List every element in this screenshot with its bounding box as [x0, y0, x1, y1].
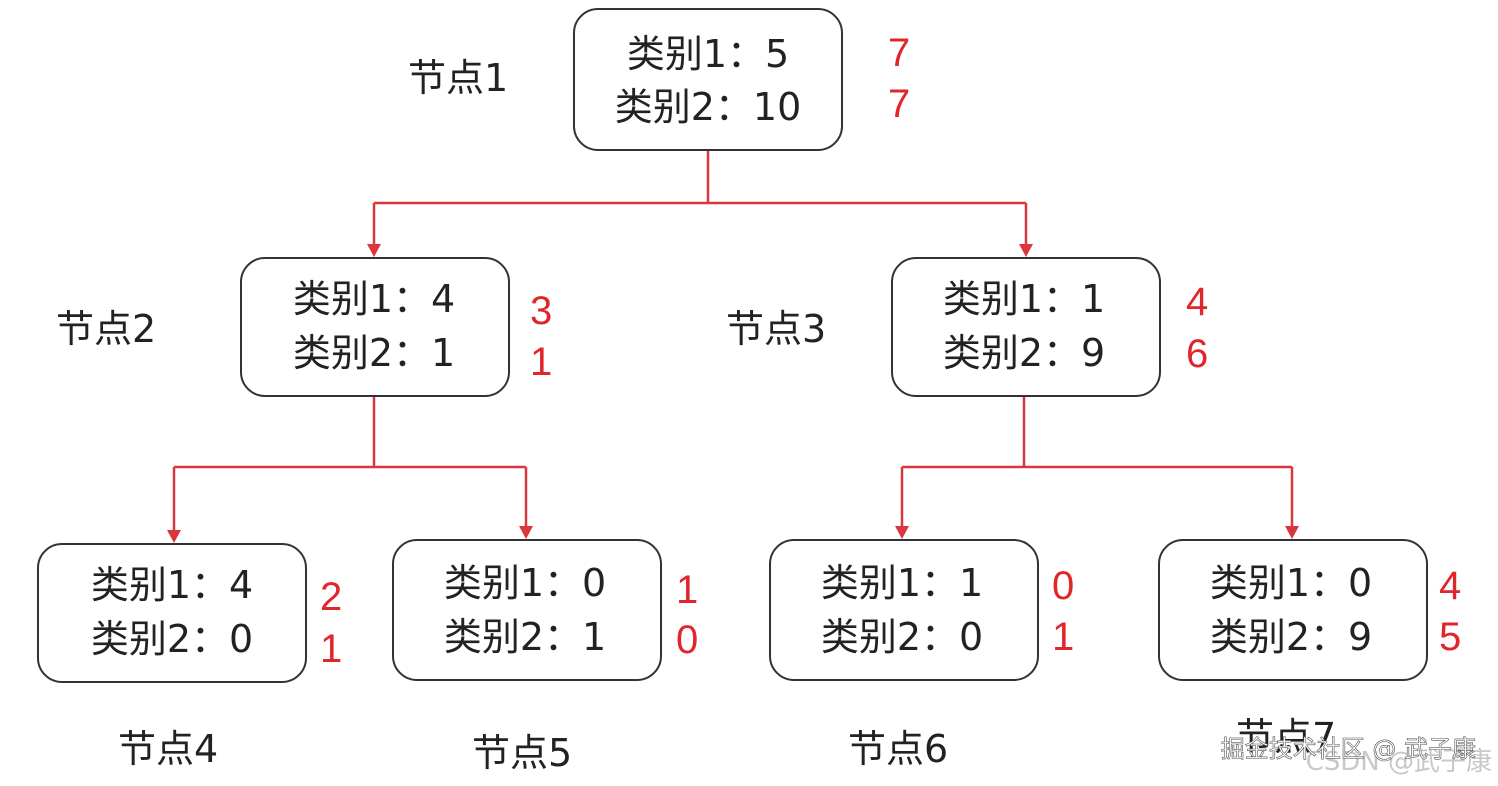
tree-node-3: 类别1：1 类别2：9 节点3 4 6 — [726, 257, 1208, 397]
node-1-line-1: 类别1：5 — [627, 32, 789, 76]
node-3-line-1: 类别1：1 — [943, 277, 1105, 321]
node-3-count-2: 6 — [1186, 332, 1208, 376]
node-7-label: 节点7 — [1236, 715, 1336, 759]
node-2-line-2: 类别2：1 — [293, 331, 455, 375]
node-6-box — [769, 539, 1039, 681]
arrowhead-node2 — [367, 244, 381, 257]
edges-root — [367, 150, 1033, 257]
arrowhead-node5 — [519, 526, 533, 539]
node-4-count-1: 2 — [320, 575, 342, 619]
node-6-line-2: 类别2：0 — [821, 615, 983, 659]
node-3-count-1: 4 — [1186, 280, 1208, 324]
edges-node2 — [167, 396, 533, 543]
arrowhead-node4 — [167, 530, 181, 543]
arrowhead-node6 — [895, 526, 909, 539]
node-4-label: 节点4 — [118, 727, 218, 771]
node-5-box — [392, 539, 662, 681]
node-4-line-1: 类别1：4 — [91, 563, 253, 607]
node-6-line-1: 类别1：1 — [821, 561, 983, 605]
node-2-label: 节点2 — [56, 307, 156, 351]
watermark-background-text: CSDN @武子康 — [1306, 747, 1492, 777]
node-2-count-1: 3 — [530, 289, 552, 333]
node-3-line-2: 类别2：9 — [943, 331, 1105, 375]
node-5-line-1: 类别1：0 — [444, 561, 606, 605]
node-7-line-1: 类别1：0 — [1210, 561, 1372, 605]
node-2-count-2: 1 — [530, 340, 552, 384]
node-5-label: 节点5 — [472, 731, 572, 775]
node-5-line-2: 类别2：1 — [444, 615, 606, 659]
node-7-box — [1158, 539, 1428, 681]
node-1-line-2: 类别2：10 — [615, 85, 802, 129]
node-7-count-1: 4 — [1439, 564, 1461, 608]
node-5-count-2: 0 — [676, 618, 698, 662]
tree-node-6: 类别1：1 类别2：0 节点6 0 1 — [769, 539, 1074, 771]
node-1-label: 节点1 — [408, 56, 508, 100]
tree-node-2: 类别1：4 类别2：1 节点2 3 1 — [56, 257, 552, 397]
node-6-count-1: 0 — [1052, 564, 1074, 608]
node-4-count-2: 1 — [320, 627, 342, 671]
node-1-count-2: 7 — [888, 82, 910, 126]
arrowhead-node3 — [1019, 244, 1033, 257]
tree-node-4: 类别1：4 类别2：0 节点4 2 1 — [37, 543, 342, 771]
tree-node-7: 类别1：0 类别2：9 节点7 4 5 — [1158, 539, 1461, 759]
node-1-count-1: 7 — [888, 31, 910, 75]
watermark: CSDN @武子康 掘金技术社区 @ 武子康 — [1220, 735, 1492, 777]
node-3-box — [891, 257, 1161, 397]
watermark-text: 掘金技术社区 @ 武子康 — [1221, 735, 1476, 763]
node-1-box — [573, 8, 843, 151]
node-6-count-2: 1 — [1052, 615, 1074, 659]
tree-node-5: 类别1：0 类别2：1 节点5 1 0 — [392, 539, 698, 775]
node-2-line-1: 类别1：4 — [293, 277, 455, 321]
edges-node3 — [895, 396, 1299, 539]
node-3-label: 节点3 — [726, 307, 826, 351]
node-2-box — [240, 257, 510, 397]
tree-node-1: 类别1：5 类别2：10 节点1 7 7 — [408, 8, 910, 151]
node-7-count-2: 5 — [1439, 615, 1461, 659]
node-6-label: 节点6 — [848, 727, 948, 771]
node-4-box — [37, 543, 307, 683]
node-5-count-1: 1 — [676, 568, 698, 612]
node-4-line-2: 类别2：0 — [91, 617, 253, 661]
node-7-line-2: 类别2：9 — [1210, 615, 1372, 659]
arrowhead-node7 — [1285, 526, 1299, 539]
